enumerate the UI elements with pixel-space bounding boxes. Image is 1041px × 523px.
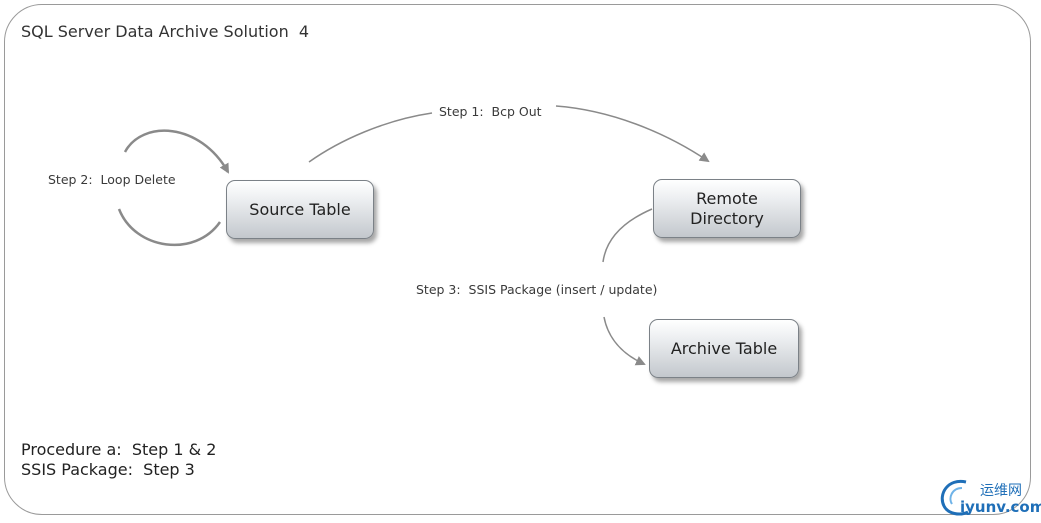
swoosh-logo-icon — [940, 479, 969, 516]
bcp-out-arrow — [555, 105, 710, 163]
archive-table-node[interactable]: Archive Table — [649, 319, 799, 378]
step-1-label: Step 1: Bcp Out — [439, 104, 542, 119]
legend-line-2: SSIS Package: Step 3 — [21, 460, 195, 479]
loop-delete-upper-arrow — [123, 129, 230, 174]
bcp-out-arc-start — [308, 112, 433, 163]
ssis-arc-start — [602, 208, 653, 263]
step-2-label: Step 2: Loop Delete — [48, 172, 176, 187]
watermark-domain-text: iyunv.com — [960, 498, 1041, 516]
remote-directory-node[interactable]: Remote Directory — [653, 179, 801, 238]
watermark-chinese-text: 运维网 — [980, 483, 1022, 499]
step-3-label: Step 3: SSIS Package (insert / update) — [416, 282, 658, 297]
ssis-arrow — [603, 316, 646, 366]
legend-line-1: Procedure a: Step 1 & 2 — [21, 440, 217, 459]
remote-directory-label: Remote Directory — [690, 188, 764, 228]
watermark: 运维网 iyunv.com — [936, 474, 1041, 520]
archive-table-label: Archive Table — [670, 338, 778, 358]
diagram-title: SQL Server Data Archive Solution 4 — [21, 22, 310, 41]
loop-delete-lower-arc — [117, 208, 222, 247]
diagram-frame — [4, 4, 1031, 515]
source-table-label: Source Table — [249, 199, 351, 219]
source-table-node[interactable]: Source Table — [226, 180, 374, 239]
